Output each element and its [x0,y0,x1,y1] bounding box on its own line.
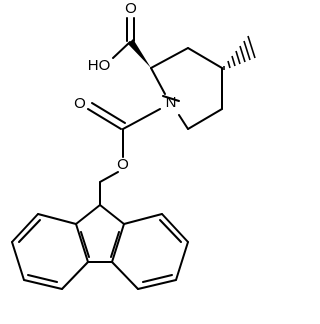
bond-left-6 [37,213,77,225]
bond-c3-c4 [187,47,223,69]
atom-label-carbonyl-oxygen: O [125,0,137,17]
bond-c-oh [112,41,131,59]
bond-right-4 [175,241,189,281]
bond-right-inner-2 [142,274,173,283]
bond-right-1 [111,223,125,263]
bond-c5-c6 [187,108,223,130]
bond-right-inner-1 [110,231,120,258]
bond-ccarbamate-o-double-2 [91,102,126,124]
atom-label-carbamate-oxygen: O [74,95,86,112]
bond-right-3 [137,279,177,290]
bond-c2-n [150,67,166,95]
bond-c9-c8a [99,204,125,225]
bond-left-4 [11,241,25,281]
bond-left-1 [75,223,89,263]
atom-label-hydroxyl: HO [88,57,111,74]
bond-c6-n [178,114,189,130]
bond-right-2 [111,261,139,290]
wedge-bond-c2-cooh [128,39,151,68]
bond-right-inner-3 [159,219,182,243]
chemical-structure: HO O N O O [11,0,256,290]
bond-left-inner-1 [80,231,90,258]
bond-oester-ch2 [99,171,119,183]
atom-label-nitrogen: N [166,94,177,111]
bond-left-inner-3 [18,219,41,243]
hashed-bond-methyl [223,35,256,70]
bond-n-c2 [162,95,180,102]
bond-left-3 [23,279,63,290]
bond-left-inner-2 [27,274,58,283]
bond-c9-c9a [75,204,101,225]
bond-left-2 [61,261,89,290]
bond-right-6 [123,213,163,225]
bond-n-ccarbamate [122,108,161,130]
atom-label-ester-oxygen: O [117,156,129,173]
bond-right-5 [161,213,189,243]
bond-left-5 [11,213,39,243]
bond-ccarbamate-o-double-1 [87,108,122,130]
bond-c2-c3 [150,47,189,69]
